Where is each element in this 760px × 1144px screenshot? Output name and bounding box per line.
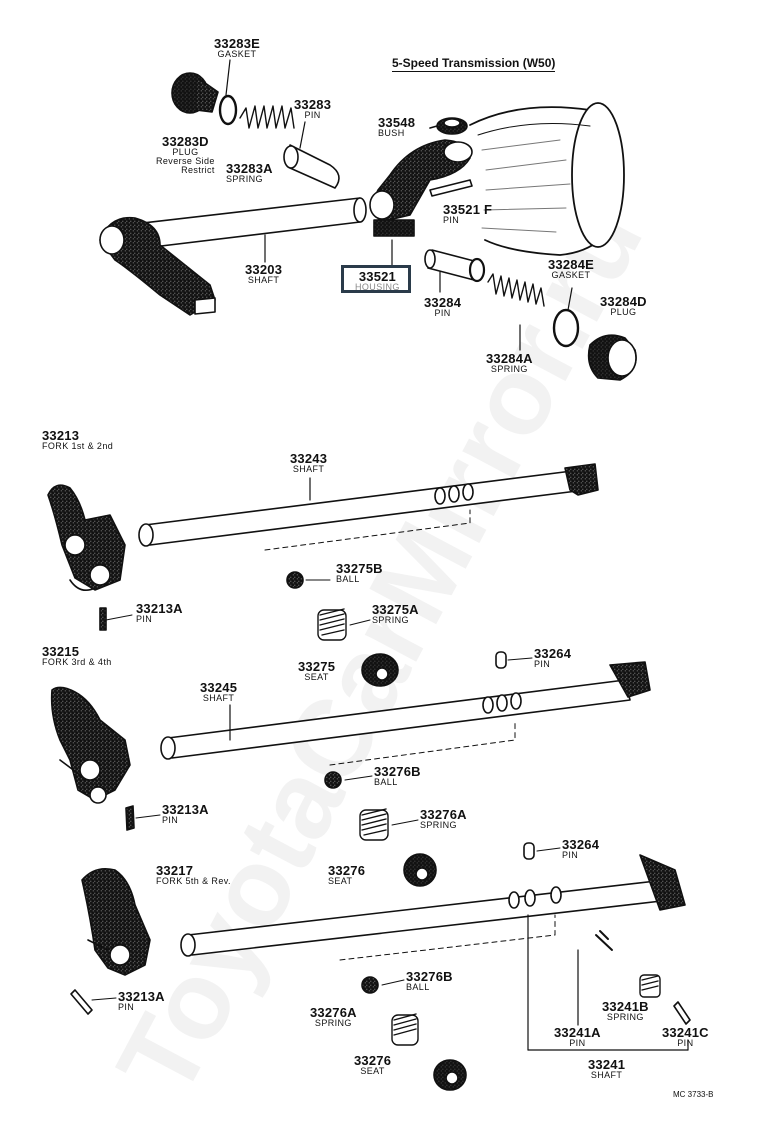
shaft-33245	[160, 661, 651, 766]
ball-33275B	[286, 571, 304, 589]
shaft-33203	[99, 197, 367, 316]
pin-33264-1	[495, 651, 507, 669]
seat-33276-1	[403, 853, 437, 887]
spring-33241B	[639, 974, 661, 998]
gasket-33284E	[552, 287, 580, 348]
spring-33283A	[239, 105, 295, 129]
shaft-33241	[180, 854, 689, 1051]
pin-33284	[424, 249, 486, 293]
ball-33276B-1	[324, 771, 342, 789]
fork-33213	[47, 484, 126, 591]
pin-33241C	[673, 1001, 691, 1025]
fork-33217	[81, 867, 151, 976]
fork-33215	[50, 686, 131, 804]
highlight-box-33521	[341, 265, 411, 293]
spring-33275A	[317, 608, 347, 641]
housing-33521	[369, 139, 473, 266]
pin-33213A-1	[99, 607, 107, 631]
pin-33521F	[429, 179, 473, 197]
pin-33264-2	[523, 842, 535, 860]
ball-33276B-2	[361, 976, 379, 994]
spring-33276A-2	[391, 1013, 419, 1046]
gasket-33283E	[218, 59, 238, 126]
spring-33276A-1	[359, 808, 389, 841]
plug-33284D	[587, 334, 637, 381]
transmission-case	[469, 102, 625, 256]
bush-33548	[429, 117, 468, 135]
shaft-33243	[138, 463, 599, 551]
pin-33213A-2	[125, 805, 135, 831]
spring-33284A	[487, 273, 545, 351]
drawing-code: MC 3733-B	[673, 1090, 714, 1099]
pin-33283	[283, 121, 340, 189]
pin-33213A-3	[70, 989, 93, 1015]
seat-33276-2	[433, 1059, 467, 1091]
diagram-title: 5-Speed Transmission (W50)	[392, 56, 556, 72]
leader-lines	[91, 579, 561, 1001]
pin-33241A	[595, 930, 613, 951]
plug-33283D	[171, 72, 219, 114]
seat-33275	[361, 653, 399, 687]
